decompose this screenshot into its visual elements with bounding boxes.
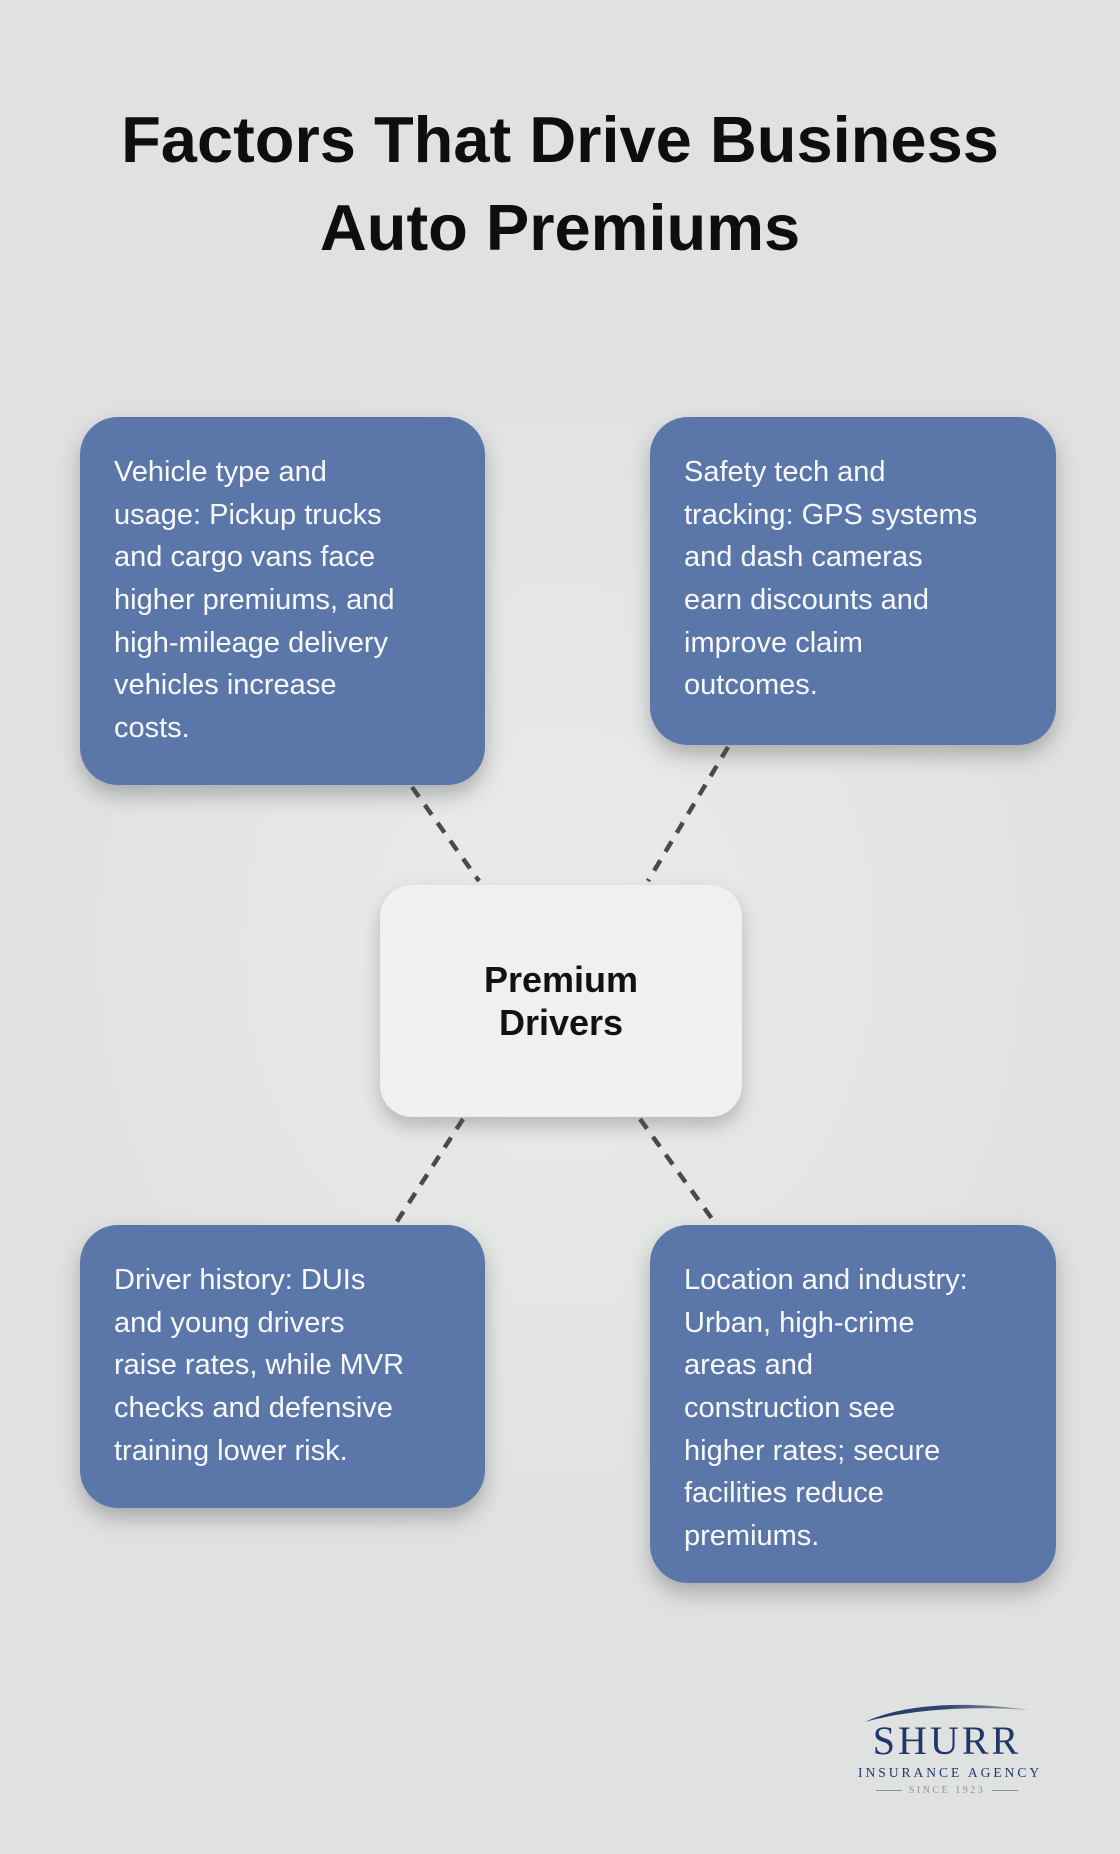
logo-swoosh-icon: [865, 1704, 1029, 1722]
connector-line-top-right: [646, 745, 730, 883]
connector-line-top-left: [410, 785, 481, 883]
factor-card-location-industry: Location and industry: Urban, high-crime…: [650, 1225, 1056, 1583]
tagline-rule-right: [992, 1790, 1019, 1791]
factor-card-safety-tech-tracking: Safety tech and tracking: GPS systems an…: [650, 417, 1056, 745]
tagline-rule-left: [875, 1790, 902, 1791]
logo-wordmark: SHURR: [872, 1718, 1022, 1763]
factor-text: Safety tech and tracking: GPS systems an…: [684, 456, 978, 702]
logo-subtitle: INSURANCE AGENCY: [858, 1765, 1043, 1780]
factor-text: Driver history: DUIs and young drivers r…: [114, 1264, 405, 1467]
brand-logo: SHURR INSURANCE AGENCY SINCE 1923: [858, 1700, 1043, 1796]
factor-text: Location and industry: Urban, high-crime…: [684, 1264, 968, 1552]
connector-line-bottom-left: [394, 1117, 465, 1225]
factor-text: Vehicle type and usage: Pickup trucks an…: [114, 456, 395, 744]
center-node: Premium Drivers: [380, 885, 742, 1117]
logo-tagline: SINCE 1923: [858, 1785, 1036, 1796]
page-title: Factors That Drive Business Auto Premium…: [121, 103, 999, 264]
factor-card-driver-history: Driver history: DUIs and young drivers r…: [80, 1225, 485, 1508]
factor-card-vehicle-type-usage: Vehicle type and usage: Pickup trucks an…: [80, 417, 485, 785]
logo-tagline-text: SINCE 1923: [908, 1785, 986, 1796]
center-node-label: Premium Drivers: [483, 958, 639, 1043]
connector-line-bottom-right: [638, 1117, 717, 1225]
